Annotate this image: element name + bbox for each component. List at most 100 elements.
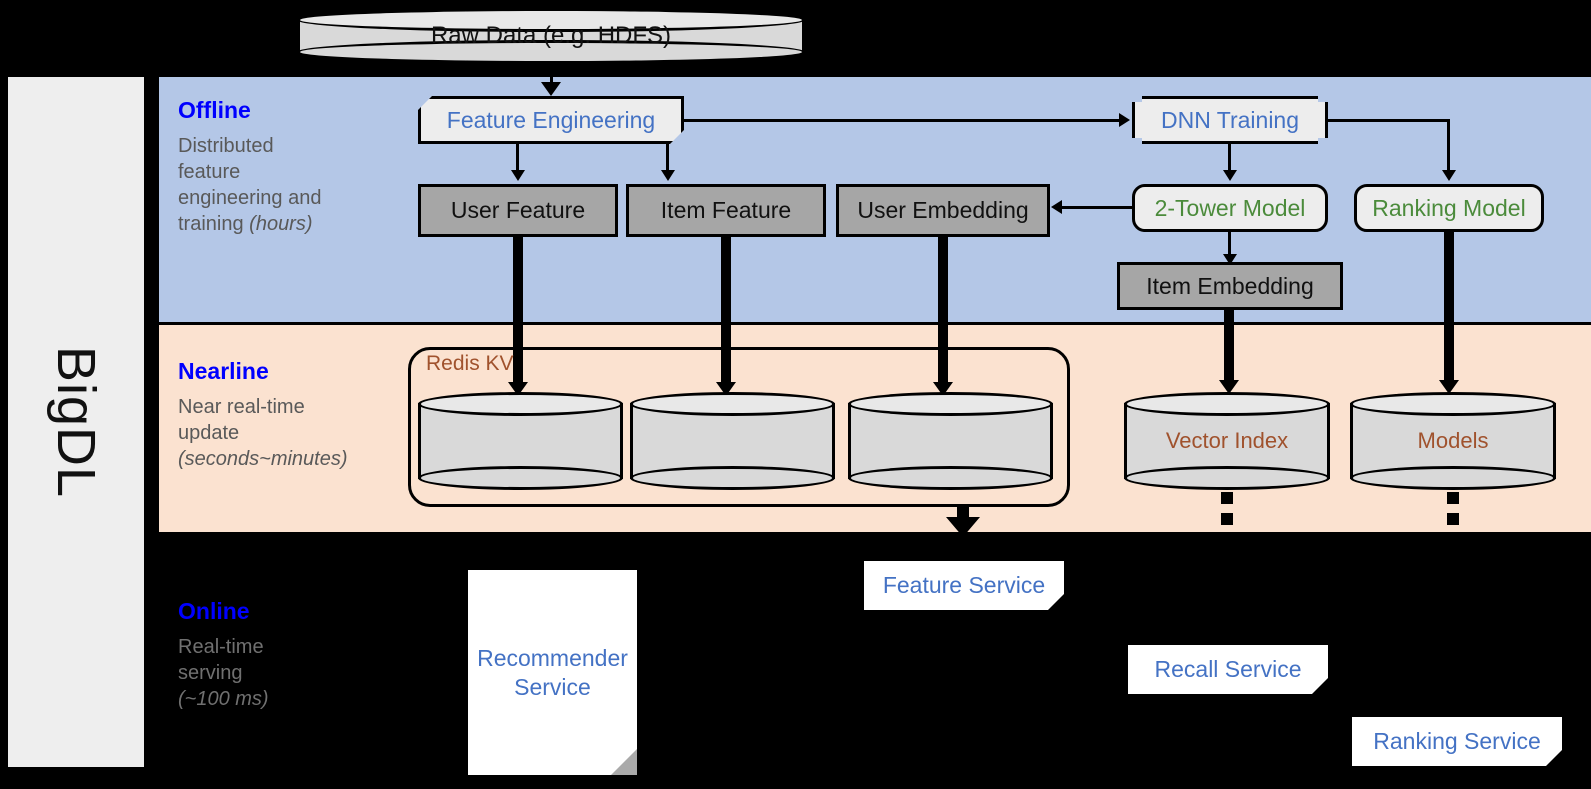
- band-title-online: Online: [178, 598, 250, 624]
- connector-fe-dnn: [684, 119, 1120, 122]
- vector-index-label: Vector Index: [1165, 428, 1289, 453]
- caption-line: Near real-time: [178, 396, 305, 418]
- arrowhead-itemembedding-vectorindex: [1219, 380, 1239, 394]
- caption-emphasis: (~100 ms): [178, 688, 269, 710]
- cylinder-top: [848, 392, 1053, 416]
- arrowhead-fe-userfeature: [511, 170, 525, 181]
- pipe-itemembedding-vectorindex: [1224, 310, 1234, 385]
- redis-kv-label: Redis KV: [426, 352, 514, 375]
- node-ranking-service[interactable]: Ranking Service: [1352, 717, 1562, 766]
- bigdl-text: BigDL: [46, 345, 107, 499]
- cylinder-bottom: [1124, 466, 1330, 490]
- redis-kv-group: [408, 347, 1070, 507]
- cylinder-top: [630, 392, 835, 416]
- pipe-userembedding-redis: [938, 237, 948, 387]
- connector-rawdata-fe: [550, 64, 553, 88]
- stub-models-1: [1447, 492, 1459, 504]
- caption-line: Real-time: [178, 636, 264, 658]
- caption-line: update: [178, 422, 240, 444]
- stub-redis-featureservice: [957, 505, 969, 517]
- connector-dnn-ranking-v: [1447, 119, 1450, 171]
- node-recall-service[interactable]: Recall Service: [1128, 645, 1328, 694]
- caption-online: Online Real-time serving (~100 ms): [178, 598, 403, 712]
- cylinder-top: [297, 8, 805, 32]
- cylinder-bottom: [1350, 466, 1556, 490]
- connector-dnn-ranking-h: [1328, 119, 1450, 122]
- node-label: Item Feature: [660, 197, 792, 224]
- arrowhead-rawdata-fe: [541, 82, 561, 96]
- caption-line: serving: [178, 662, 243, 684]
- band-title-offline: Offline: [178, 97, 251, 123]
- node-two-tower-model[interactable]: 2-Tower Model: [1132, 184, 1328, 232]
- bigdl-rail-label: BigDL: [8, 77, 144, 767]
- raw-data-cylinder: Raw Data (e.g. HDFS): [297, 8, 805, 64]
- stub-models-2: [1447, 513, 1459, 525]
- caption-emphasis: (seconds~minutes): [178, 448, 348, 470]
- node-label: Ranking Service: [1373, 728, 1541, 755]
- cylinder-top: [418, 392, 623, 416]
- redis-cylinder-2: [630, 392, 835, 490]
- node-label: Feature Service: [882, 572, 1046, 599]
- connector-twotower-userembedding: [1062, 206, 1132, 209]
- node-label: Recall Service: [1154, 656, 1302, 683]
- node-label: Ranking Model: [1372, 194, 1526, 221]
- caption-line: training: [178, 213, 250, 235]
- models-label: Models: [1417, 428, 1489, 453]
- node-label: DNN Training: [1160, 106, 1300, 133]
- band-subtitle-online: Real-time serving (~100 ms): [178, 634, 403, 712]
- redis-cylinder-1: [418, 392, 623, 490]
- cylinder-bottom: [848, 466, 1053, 490]
- arrowhead-dnn-ranking: [1442, 170, 1456, 181]
- cylinder-bottom: [297, 40, 805, 64]
- cylinder-bottom: [630, 466, 835, 490]
- caption-offline: Offline Distributed feature engineering …: [178, 97, 403, 237]
- band-title-nearline: Nearline: [178, 358, 269, 384]
- node-label: User Embedding: [857, 197, 1029, 224]
- node-feature-engineering[interactable]: Feature Engineering: [418, 96, 684, 144]
- node-label: Item Embedding: [1146, 272, 1314, 299]
- node-item-feature[interactable]: Item Feature: [626, 184, 826, 237]
- node-dnn-training[interactable]: DNN Training: [1132, 96, 1328, 144]
- connector-fe-userfeature: [516, 144, 519, 174]
- node-label: Feature Engineering: [446, 106, 656, 133]
- node-label: Recommender Service: [477, 644, 628, 700]
- band-subtitle-nearline: Near real-time update (seconds~minutes): [178, 394, 403, 472]
- connector-twotower-itemembedding: [1228, 232, 1231, 258]
- connector-fe-itemfeature: [666, 144, 669, 174]
- node-user-embedding[interactable]: User Embedding: [836, 184, 1050, 237]
- caption-emphasis: (hours): [249, 213, 313, 235]
- node-label: User Feature: [450, 197, 586, 224]
- arrowhead-twotower-itemembedding: [1223, 254, 1237, 265]
- node-user-feature[interactable]: User Feature: [418, 184, 618, 237]
- arrowhead-twotower-userembedding: [1051, 200, 1062, 214]
- node-item-embedding[interactable]: Item Embedding: [1117, 262, 1343, 310]
- caption-line: engineering and: [178, 187, 322, 209]
- caption-line: Distributed: [178, 135, 274, 157]
- vector-index-cylinder[interactable]: Vector Index: [1124, 392, 1330, 490]
- models-cylinder[interactable]: Models: [1350, 392, 1556, 490]
- pipe-userfeature-redis: [513, 237, 523, 387]
- node-feature-service[interactable]: Feature Service: [864, 561, 1064, 610]
- cylinder-top: [1124, 392, 1330, 416]
- node-recommender-service[interactable]: Recommender Service: [468, 570, 637, 775]
- raw-data-label: Raw Data (e.g. HDFS): [430, 22, 672, 49]
- connector-dnn-twotower: [1228, 144, 1231, 172]
- arrowhead-fe-dnn: [1119, 113, 1130, 127]
- arrowhead-dnn-twotower: [1223, 170, 1237, 181]
- pipe-itemfeature-redis: [721, 237, 731, 387]
- bigdl-rail: BigDL: [8, 77, 144, 767]
- arrowhead-rankingmodel-models: [1439, 380, 1459, 394]
- caption-nearline: Nearline Near real-time update (seconds~…: [178, 358, 403, 472]
- stub-vectorindex-2: [1221, 513, 1233, 525]
- arrowhead-redis-featureservice: [946, 517, 980, 537]
- node-ranking-model[interactable]: Ranking Model: [1354, 184, 1544, 232]
- stub-vectorindex-1: [1221, 492, 1233, 504]
- pipe-rankingmodel-models: [1444, 232, 1454, 385]
- band-subtitle-offline: Distributed feature engineering and trai…: [178, 133, 403, 237]
- arrowhead-fe-itemfeature: [661, 170, 675, 181]
- caption-line: feature: [178, 161, 241, 183]
- cylinder-bottom: [418, 466, 623, 490]
- cylinder-top: [1350, 392, 1556, 416]
- redis-cylinder-3: [848, 392, 1053, 490]
